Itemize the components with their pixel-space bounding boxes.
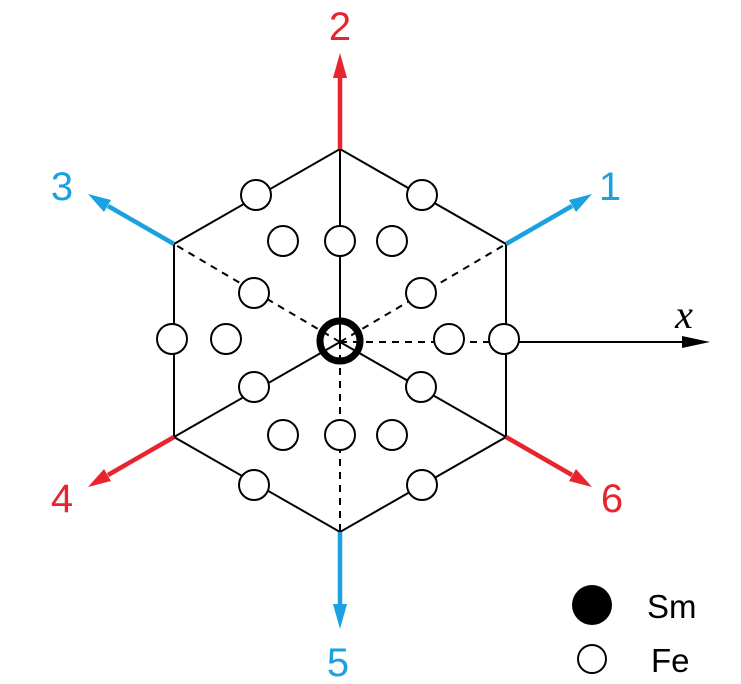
fe-atom: [324, 419, 356, 451]
direction-2-arrowhead: [333, 53, 347, 78]
direction-6-label: 6: [601, 477, 623, 521]
fe-atom: [376, 419, 408, 451]
direction-3-label: 3: [51, 165, 73, 209]
direction-arrows: 1 2 3 4 5 6: [51, 5, 623, 684]
fe-atom: [238, 469, 270, 501]
fe-atom: [210, 323, 242, 355]
legend-sm-marker: [572, 585, 612, 625]
direction-4-arrowhead: [88, 469, 111, 487]
legend-fe-label: Fe: [651, 642, 690, 679]
direction-1-arrowhead: [569, 194, 592, 212]
fe-atom: [238, 371, 270, 403]
direction-2-label: 2: [329, 5, 351, 49]
fe-atom: [488, 323, 520, 355]
direction-5-arrowhead: [333, 604, 347, 629]
fe-atom: [238, 277, 270, 309]
legend: Sm Fe: [572, 585, 697, 679]
direction-arrow-2: 2: [329, 5, 351, 149]
fe-atom: [406, 469, 438, 501]
direction-1-shaft: [504, 204, 574, 246]
fe-atom: [324, 225, 356, 257]
fe-atom: [405, 371, 437, 403]
fe-atom: [156, 323, 188, 355]
direction-5-label: 5: [327, 641, 349, 684]
direction-arrow-1: 1: [504, 165, 621, 246]
fe-atom: [267, 419, 299, 451]
fe-atom: [433, 323, 465, 355]
direction-4-shaft: [106, 435, 176, 477]
direction-4-label: 4: [51, 477, 73, 521]
direction-3-shaft: [106, 204, 176, 246]
direction-6-shaft: [504, 435, 574, 477]
legend-sm-label: Sm: [647, 588, 697, 625]
direction-1-label: 1: [599, 165, 621, 209]
direction-3-arrowhead: [88, 194, 111, 212]
direction-arrow-3: 3: [51, 165, 176, 246]
direction-arrow-6: 6: [504, 435, 623, 521]
x-axis: x: [506, 292, 710, 348]
fe-atom: [240, 179, 272, 211]
fe-atom: [267, 225, 299, 257]
legend-fe-marker: [577, 644, 607, 674]
x-axis-arrowhead: [682, 336, 710, 348]
direction-6-arrowhead: [569, 469, 592, 487]
x-axis-label: x: [674, 292, 693, 337]
fe-atom: [376, 225, 408, 257]
fe-atoms: [156, 179, 520, 501]
fe-atom: [405, 277, 437, 309]
solid-spokes: [173, 149, 507, 438]
direction-arrow-4: 4: [51, 435, 176, 521]
sm-atom-center: [316, 317, 364, 365]
fe-atom: [406, 179, 438, 211]
direction-arrow-5: 5: [327, 532, 349, 684]
